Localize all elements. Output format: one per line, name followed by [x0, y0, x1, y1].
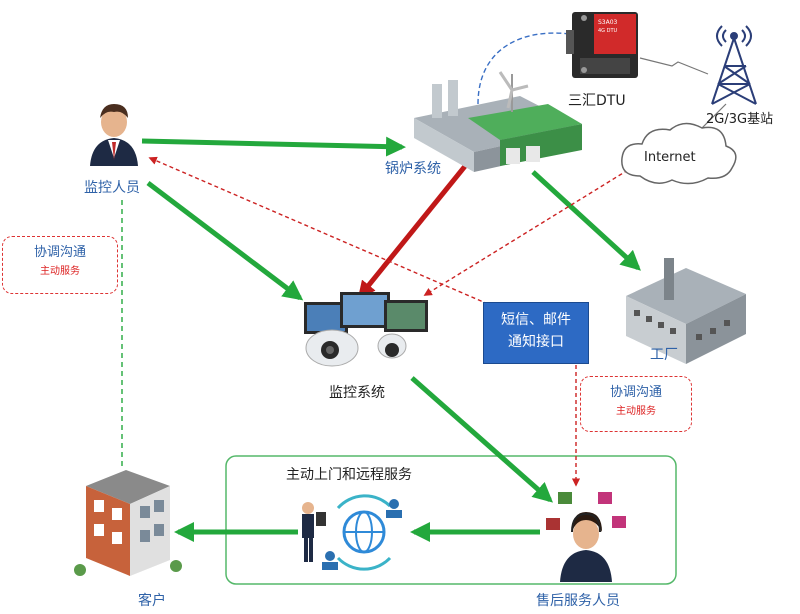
callout-left-subtitle: 主动服务 — [40, 266, 80, 277]
arrow-boiler-to-factory — [531, 170, 641, 271]
boiler-label: 锅炉系统 — [385, 161, 441, 177]
onsite-service-icon — [302, 494, 402, 571]
callout-right-title: 协调沟通 — [609, 385, 662, 400]
callout-left: 协调沟通 主动服务 — [2, 236, 118, 294]
dtu-model-text: S3A03 — [598, 19, 618, 26]
tower-to-cloud — [699, 103, 727, 131]
base-station-label: 2G/3G基站 — [706, 112, 774, 127]
onsite-service-label: 主动上门和远程服务 — [286, 467, 412, 483]
dtu-sub-text: 4G DTU — [598, 28, 618, 34]
dtu-label: 三汇DTU — [568, 93, 626, 109]
monitor-system-label: 监控系统 — [329, 385, 385, 401]
callout-right: 协调沟通 主动服务 — [580, 376, 692, 432]
base-station-icon — [711, 25, 757, 105]
monitor-staff-icon — [90, 104, 138, 166]
service-area-frame — [225, 455, 677, 585]
connections — [121, 32, 727, 542]
dtu-device: S3A03 4G DTU — [566, 12, 638, 78]
notify-line-1: 短信、邮件 — [501, 312, 571, 328]
internet-label: Internet — [644, 150, 696, 165]
wireless-link — [639, 57, 709, 75]
internet-cloud-icon — [621, 122, 737, 185]
dashed-notify-to-staff — [148, 156, 489, 305]
factory-icon — [626, 258, 746, 364]
factory-label: 工厂 — [650, 347, 678, 363]
arrow-staff-to-boiler — [141, 136, 406, 157]
customer-building-icon — [74, 470, 182, 576]
dtu-link — [477, 32, 571, 105]
notify-line-2: 通知接口 — [508, 334, 564, 350]
monitor-staff-label: 监控人员 — [84, 180, 140, 196]
dashed-internet-to-monitor — [423, 169, 629, 296]
callout-left-title: 协调沟通 — [33, 245, 86, 260]
notify-interface-box: 短信、邮件 通知接口 — [483, 302, 589, 364]
arrow-boiler-to-monitor — [357, 158, 472, 299]
arrow-monitor-to-service — [410, 376, 553, 503]
customer-label: 客户 — [138, 593, 166, 609]
arrow-staff-to-monitor — [146, 181, 304, 301]
service-staff-label: 售后服务人员 — [536, 593, 620, 609]
service-staff-icon — [546, 492, 626, 582]
callout-right-subtitle: 主动服务 — [616, 406, 656, 417]
boiler-plant-icon — [414, 71, 582, 172]
monitor-system-icon — [304, 292, 428, 367]
